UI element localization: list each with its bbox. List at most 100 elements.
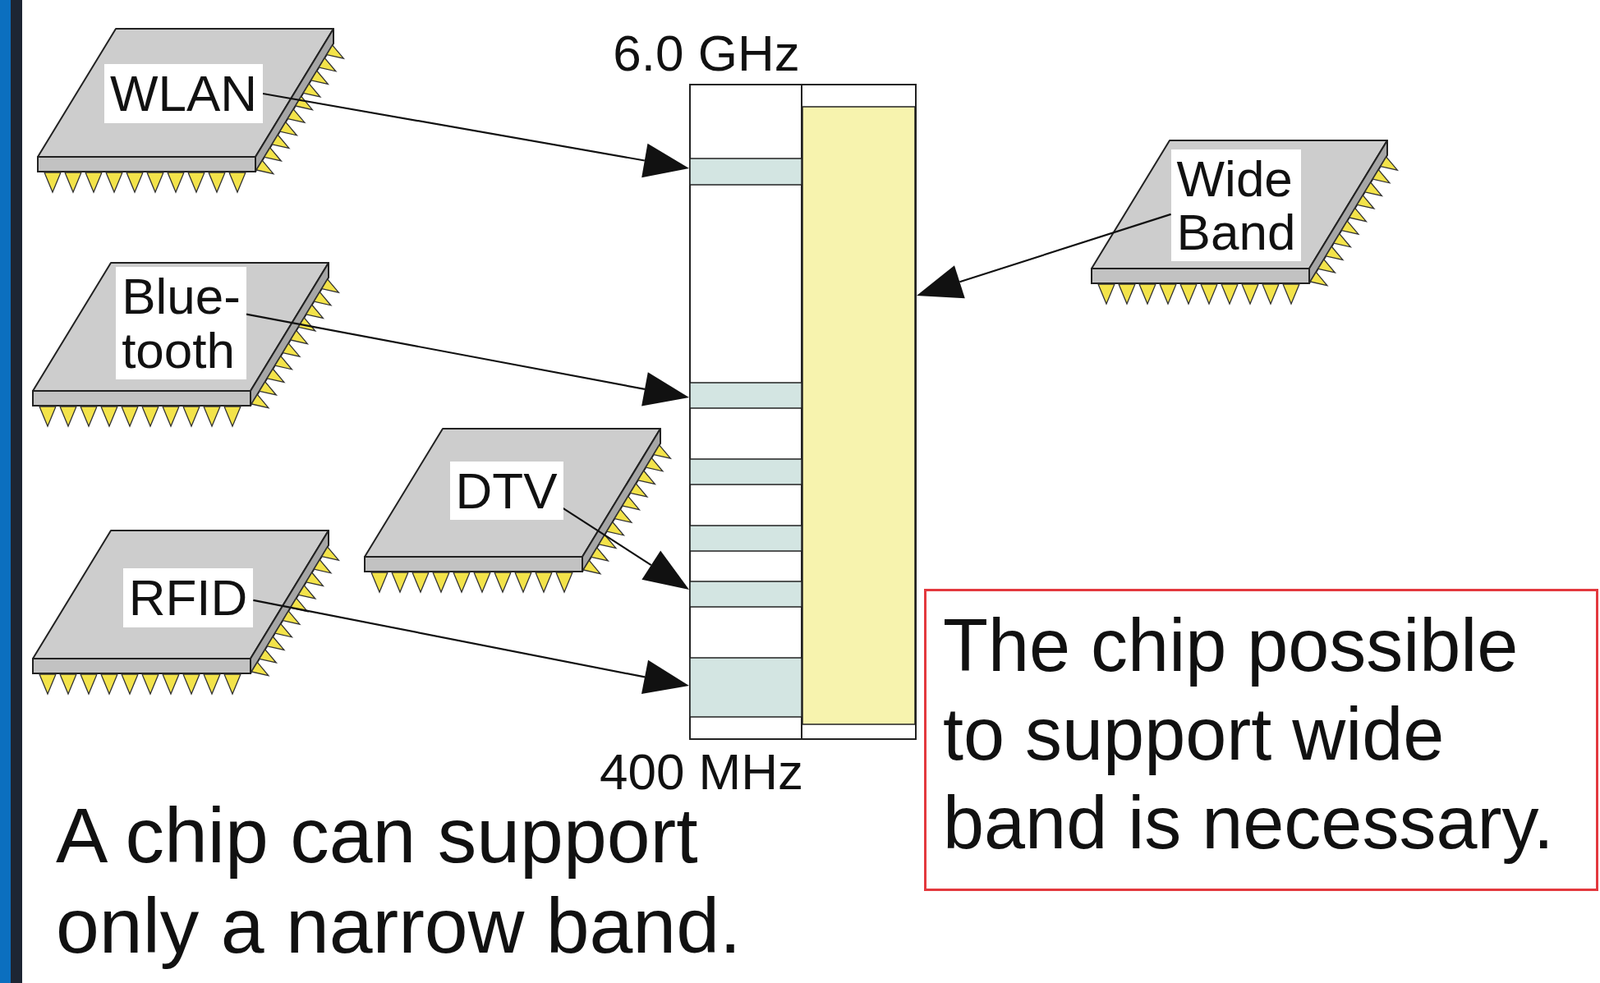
frequency-label: 6.0 GHz <box>612 27 800 79</box>
chip-icon: DTV <box>364 425 665 594</box>
chip-side-face <box>255 28 334 172</box>
chip-pin <box>1318 259 1336 273</box>
arrow-head <box>641 372 690 406</box>
chip-label-box: DTV <box>450 461 564 520</box>
wide-band-fill <box>802 106 915 725</box>
chip-pin <box>162 406 180 427</box>
chip-pin <box>412 572 429 593</box>
chip-front-face <box>32 390 251 406</box>
chip-pin <box>287 109 305 123</box>
chip-pin <box>494 572 511 593</box>
note-box: The chip possible to support wide band i… <box>924 588 1599 892</box>
chip-front-face <box>1091 268 1310 284</box>
chip-label-box: Wide Band <box>1171 149 1302 262</box>
chip-pin <box>101 406 118 427</box>
chip-pin <box>266 636 285 650</box>
chip-pin <box>203 674 221 695</box>
chip-pin <box>85 172 102 193</box>
chip-pin <box>59 406 77 427</box>
chip-pin <box>306 304 324 318</box>
chip-pin <box>259 649 277 663</box>
chip-pin <box>264 147 282 161</box>
narrow-column <box>689 84 802 740</box>
narrow-band <box>689 525 802 552</box>
chip-pin <box>629 483 648 497</box>
chip-pin <box>1349 207 1367 221</box>
chip-pin <box>473 572 491 593</box>
narrow-band <box>689 459 802 485</box>
chip-top-face <box>364 428 661 557</box>
chip-front-face <box>364 556 583 572</box>
chip-label: Wide Band <box>1177 151 1297 259</box>
connector-line <box>252 600 645 678</box>
statement-text: A chip can support only a narrow band. <box>55 790 763 971</box>
chip-pin <box>80 406 97 427</box>
arrow-head <box>641 143 690 178</box>
connector-line <box>959 214 1171 282</box>
chip-pin <box>229 172 246 193</box>
chip-icon: RFID <box>32 527 333 696</box>
chip-pin <box>371 572 388 593</box>
connector <box>916 214 1172 299</box>
chip-pin <box>183 406 200 427</box>
chip-pin <box>59 674 77 695</box>
connector <box>246 314 690 407</box>
chip-pin <box>188 172 205 193</box>
chip-pin <box>80 674 97 695</box>
chip-pin <box>282 343 300 357</box>
chip-pin <box>1262 284 1279 304</box>
chip-pin <box>303 83 321 97</box>
chip-pin <box>591 547 609 561</box>
chip-pin <box>282 611 300 625</box>
arrow-head <box>916 265 966 299</box>
chip-pin <box>1356 195 1375 209</box>
chip-label: Blue- tooth <box>121 269 241 377</box>
chip-pin <box>44 172 61 193</box>
chip-top-face <box>1091 140 1388 269</box>
chip-pin <box>306 572 324 586</box>
chip-pin <box>432 572 450 593</box>
chip-side-face <box>250 530 329 674</box>
chip-pin <box>295 96 313 110</box>
chip-pin <box>298 585 316 599</box>
chip-side-face <box>1309 140 1388 284</box>
chip-label-box: WLAN <box>104 64 263 123</box>
chip-pin <box>638 470 656 484</box>
chip-pin <box>1282 284 1300 304</box>
chip-pin <box>1365 182 1383 196</box>
chip-label-box: RFID <box>123 568 254 627</box>
connector-line <box>563 508 652 566</box>
chip-pin <box>514 572 532 593</box>
connector-line <box>246 314 645 390</box>
chip-pin <box>453 572 470 593</box>
chip-pin <box>1118 284 1136 304</box>
chip-pin <box>1241 284 1259 304</box>
chip-label-box: Blue- tooth <box>115 266 247 379</box>
chip-pin <box>1159 284 1177 304</box>
chip-pin <box>167 172 184 193</box>
chip-pin <box>224 406 241 427</box>
arrow-head <box>641 660 690 695</box>
chip-top-face <box>32 262 329 391</box>
chip-pin <box>583 560 601 574</box>
chip-pin <box>101 674 118 695</box>
chip-pin <box>318 58 336 72</box>
chip-pin <box>653 445 672 459</box>
chip-pin <box>162 674 180 695</box>
chip-pin <box>1341 220 1359 235</box>
chip-top-face <box>37 28 334 157</box>
chip-pin <box>208 172 226 193</box>
chip-pin <box>142 406 159 427</box>
chip-pin <box>1098 284 1115 304</box>
chip-pin <box>645 458 663 472</box>
connector <box>563 508 690 590</box>
chip-pin <box>313 560 332 574</box>
chip-pin <box>1372 170 1390 184</box>
chip-pin <box>1333 234 1352 248</box>
chip-pin <box>271 134 290 148</box>
chip-pin <box>1180 284 1197 304</box>
chip-pin <box>1310 271 1328 286</box>
chip-pin <box>256 160 274 174</box>
chip-side-face <box>582 428 661 572</box>
chip-pin <box>183 674 200 695</box>
